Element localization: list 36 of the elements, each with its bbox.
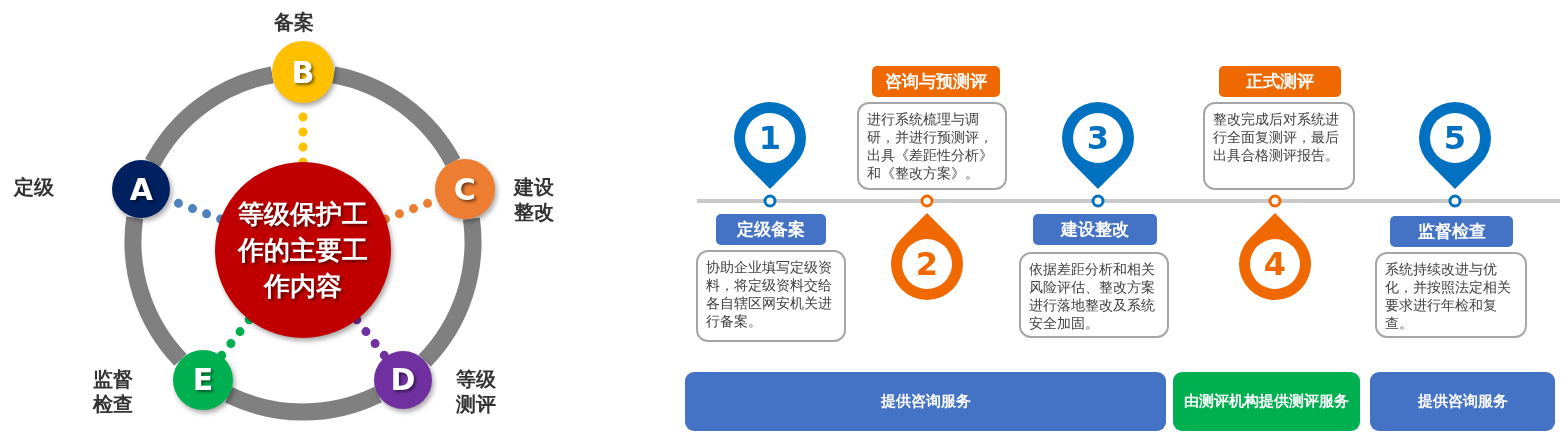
description-box: 整改完成后对系统进行全面复测评，最后出具合格测评报告。	[1203, 102, 1355, 190]
stage-label: 监督检查	[93, 367, 134, 417]
step-number: 4	[1262, 244, 1288, 284]
ring-arc	[124, 217, 187, 366]
step-number: 2	[914, 244, 940, 284]
step-heading: 咨询与预测评	[872, 66, 1000, 97]
step-circle: B	[272, 41, 334, 103]
step-number: 3	[1085, 118, 1111, 158]
dotted-connector	[216, 315, 254, 361]
stage-label: 建设整改	[514, 175, 555, 225]
ring-arc	[145, 66, 275, 168]
description-box: 系统持续改进与优化，并按照法定相关要求进行年检和复查。	[1375, 252, 1527, 338]
stage-label: 等级测评	[456, 367, 497, 417]
ring-arc	[418, 218, 482, 367]
step-circle: A	[112, 160, 171, 219]
step-heading: 正式测评	[1219, 66, 1341, 97]
stage-label: 备案	[274, 10, 315, 35]
ring-arc	[331, 66, 461, 167]
center-title: 等级保护工作的主要工作内容	[236, 198, 369, 303]
step-number: 5	[1442, 118, 1468, 158]
dotted-connector	[352, 315, 390, 362]
description-box: 依据差距分析和相关风险评估、整改方案进行落地整改及系统安全加固。	[1019, 252, 1169, 338]
service-bar: 由测评机构提供测评服务	[1173, 372, 1360, 431]
step-heading: 监督检查	[1390, 216, 1513, 247]
step-heading: 定级备案	[716, 214, 826, 245]
service-bar: 提供咨询服务	[685, 372, 1166, 431]
description-box: 协助企业填写定级资料，将定级资料交给各自辖区网安机关进行备案。	[696, 250, 846, 342]
service-bar: 提供咨询服务	[1370, 372, 1555, 431]
step-circle: C	[434, 159, 495, 220]
ring-arc	[225, 386, 382, 421]
step-circle: D	[373, 350, 432, 409]
step-heading: 建设整改	[1033, 214, 1157, 245]
step-number: 1	[757, 118, 783, 158]
description-box: 进行系统梳理与调研，并进行预测评，出具《差距性分析》和《整改方案》。	[857, 102, 1007, 190]
stage-label: 定级	[14, 175, 55, 200]
step-circle: E	[173, 349, 234, 410]
